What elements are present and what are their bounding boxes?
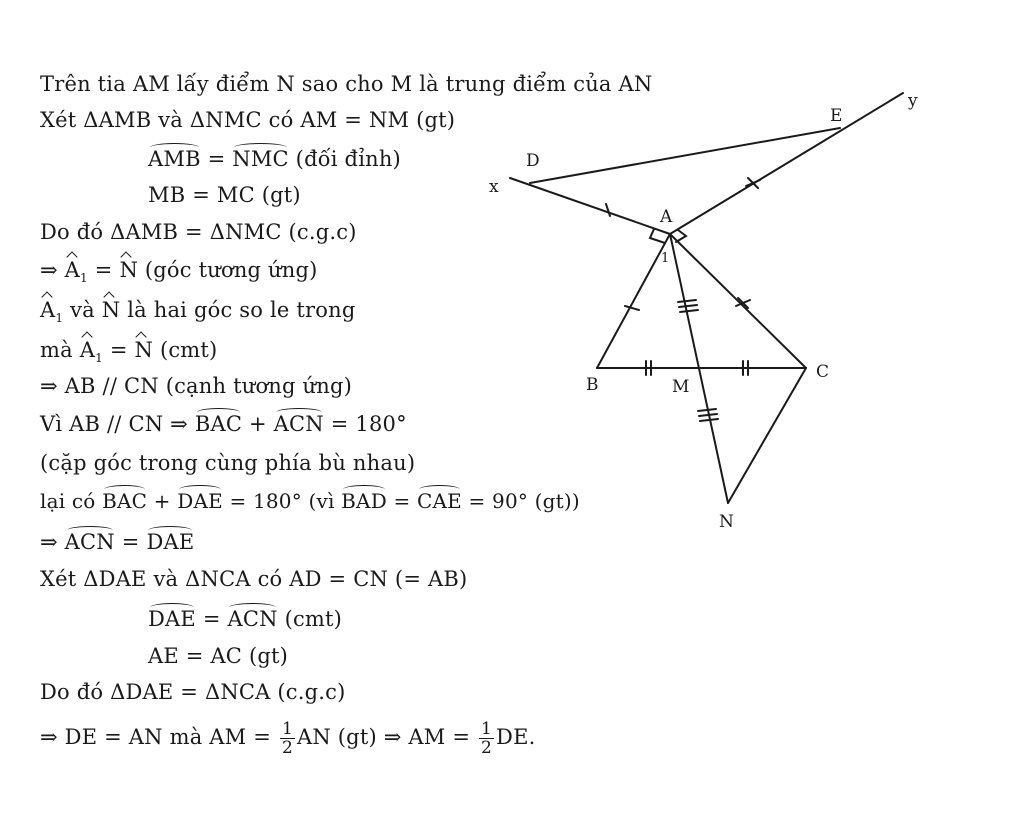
tick-mn-3 xyxy=(699,418,719,422)
tick-ac-2 xyxy=(735,299,751,307)
proof-line-15: DAE = ACN (cmt) xyxy=(148,603,343,631)
tick-ab xyxy=(624,305,640,311)
proof-line-5: Do đó ΔAMB = ΔNMC (c.g.c) xyxy=(40,220,357,244)
ray-ay xyxy=(669,92,904,235)
tick-mn-2 xyxy=(698,413,718,417)
proof-line-6: ⇒ A1 = N (góc tương ứng) xyxy=(40,258,318,286)
tick-ae-2 xyxy=(745,179,761,187)
segment-ab xyxy=(596,233,671,369)
label-y: y xyxy=(907,91,918,111)
proof-line-3: AMB = NMC (đối đỉnh) xyxy=(148,143,401,171)
proof-line-7: A1 và N là hai góc so le trong xyxy=(40,298,356,326)
right-angle-mark-right xyxy=(675,229,688,243)
label-e: E xyxy=(830,106,842,126)
proof-line-14: Xét ΔDAE và ΔNCA có AD = CN (= AB) xyxy=(40,567,468,591)
proof-line-17: Do đó ΔDAE = ΔNCA (c.g.c) xyxy=(40,680,346,704)
tick-am-3 xyxy=(679,309,699,313)
proof-line-12: lại có BAC + DAE = 180° (vì BAD = CAE = … xyxy=(40,485,580,513)
tick-mn-1 xyxy=(697,408,717,412)
proof-line-8: mà A1 = N (cmt) xyxy=(40,338,218,366)
label-x: x xyxy=(489,177,499,197)
label-d: D xyxy=(526,151,540,171)
label-c: C xyxy=(816,362,829,382)
tick-am-1 xyxy=(677,299,697,303)
right-angle-mark-left xyxy=(648,228,666,244)
tick-am-2 xyxy=(678,304,698,308)
segment-de xyxy=(529,127,841,184)
ray-ax xyxy=(509,177,671,235)
segment-an xyxy=(669,233,729,504)
proof-line-13: ⇒ ACN = DAE xyxy=(40,526,195,554)
segment-ac xyxy=(669,233,807,369)
label-b: B xyxy=(586,375,599,395)
segment-cn xyxy=(727,367,807,504)
proof-line-11: (cặp góc trong cùng phía bù nhau) xyxy=(40,451,416,475)
tick-ad xyxy=(605,203,611,217)
proof-line-9: ⇒ AB // CN (cạnh tương ứng) xyxy=(40,374,353,398)
label-n: N xyxy=(719,512,734,532)
proof-line-2: Xét ΔAMB và ΔNMC có AM = NM (gt) xyxy=(40,108,456,132)
label-a: A xyxy=(659,207,673,227)
proof-line-10: Vì AB // CN ⇒ BAC + ACN = 180° xyxy=(40,408,407,436)
proof-line-16: AE = AC (gt) xyxy=(148,644,289,668)
label-angle-1: 1 xyxy=(661,251,669,266)
proof-line-4: MB = MC (gt) xyxy=(148,183,301,207)
proof-line-1: Trên tia AM lấy điểm N sao cho M là trun… xyxy=(40,72,653,96)
label-m: M xyxy=(672,377,689,397)
